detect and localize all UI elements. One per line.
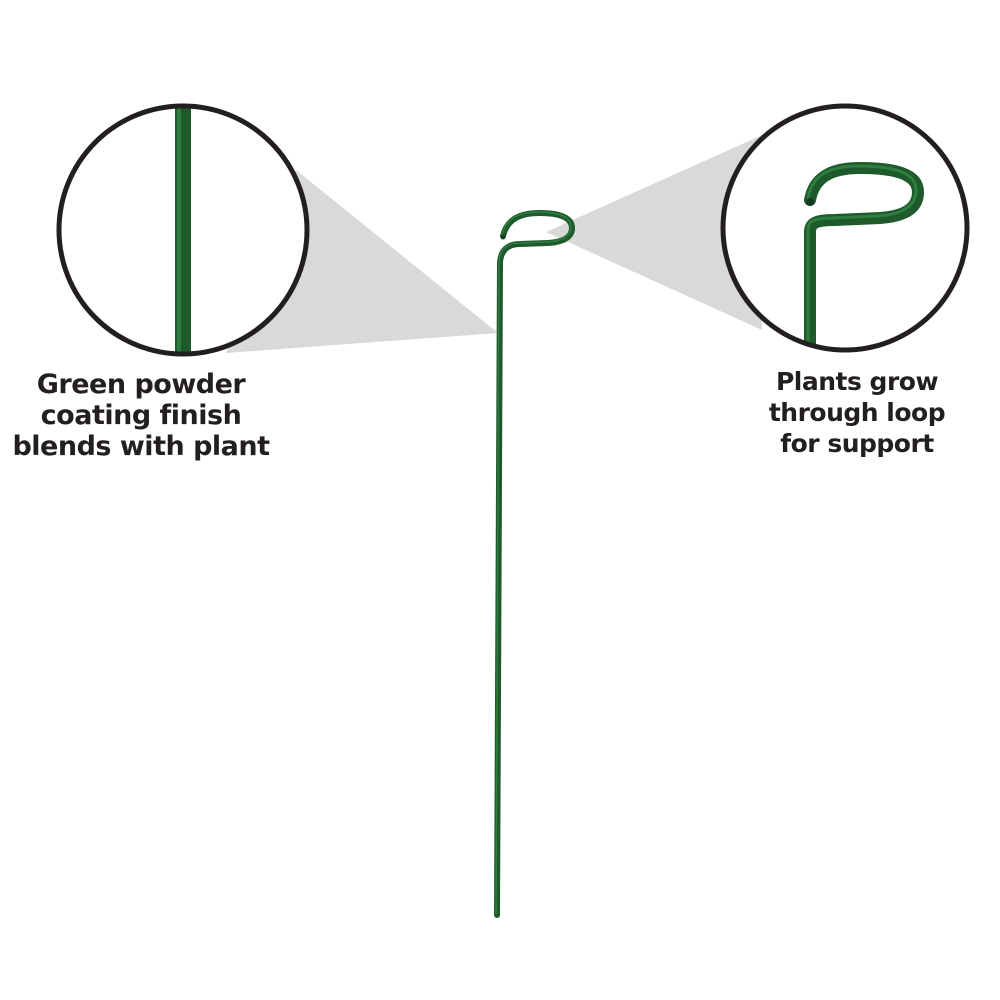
right-magnifier [720, 103, 970, 353]
left-callout-line: blends with plant [12, 431, 270, 462]
right-callout-line: Plants grow [775, 367, 939, 396]
left-magnifier [56, 103, 310, 357]
plant-stake [494, 210, 575, 918]
magnifier-ring-right [720, 103, 970, 353]
left-callout-line: coating finish [40, 400, 242, 431]
left-callout-line: Green powder [36, 369, 246, 400]
right-callout-line: through loop [768, 398, 946, 427]
magnified-loop [804, 162, 924, 350]
stake-rod [494, 210, 575, 918]
stake-loop-end [500, 234, 506, 240]
right-callout-line: for support [780, 429, 934, 458]
left-callout-label: Green powder coating finish blends with … [0, 369, 282, 462]
right-callout-label: Plants grow through loop for support [732, 366, 982, 459]
right-magnifier-beam [546, 136, 762, 330]
magnifier-ring-left [56, 103, 310, 357]
